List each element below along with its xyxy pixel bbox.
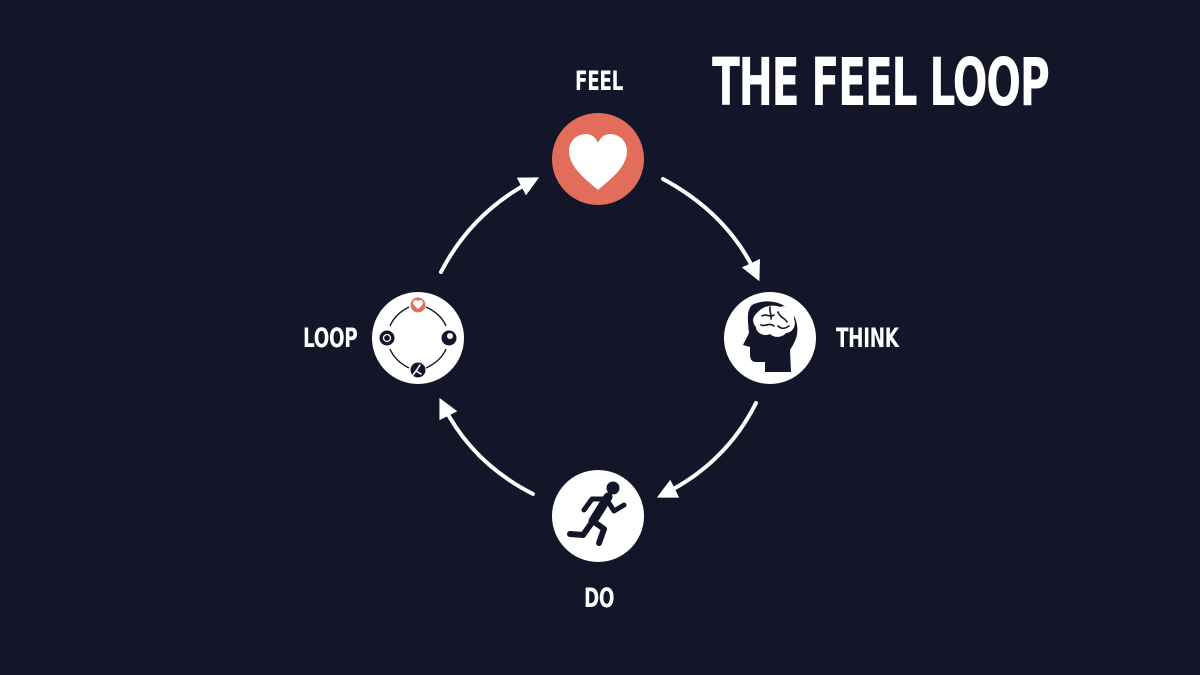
diagram-title: THE FEEL LOOP — [712, 44, 1050, 121]
label-feel: FEEL — [575, 66, 623, 97]
node-feel — [552, 113, 644, 205]
arrow-do-to-loop — [439, 397, 535, 496]
node-do — [552, 470, 644, 562]
label-think: THINK — [836, 323, 899, 354]
arrow-feel-to-think — [661, 177, 760, 282]
loop-node-circle — [372, 292, 464, 384]
running-person-icon — [567, 481, 627, 546]
cycle-icon — [379, 297, 457, 378]
brain-head-icon — [743, 301, 798, 372]
label-do: DO — [584, 583, 615, 614]
node-loop — [372, 292, 464, 384]
node-think — [724, 292, 816, 384]
mini-loop-node — [379, 330, 395, 346]
label-loop: LOOP — [303, 323, 358, 354]
heart-icon — [569, 134, 627, 190]
arrow-think-to-do — [656, 401, 758, 498]
arrow-loop-to-feel — [439, 177, 540, 274]
